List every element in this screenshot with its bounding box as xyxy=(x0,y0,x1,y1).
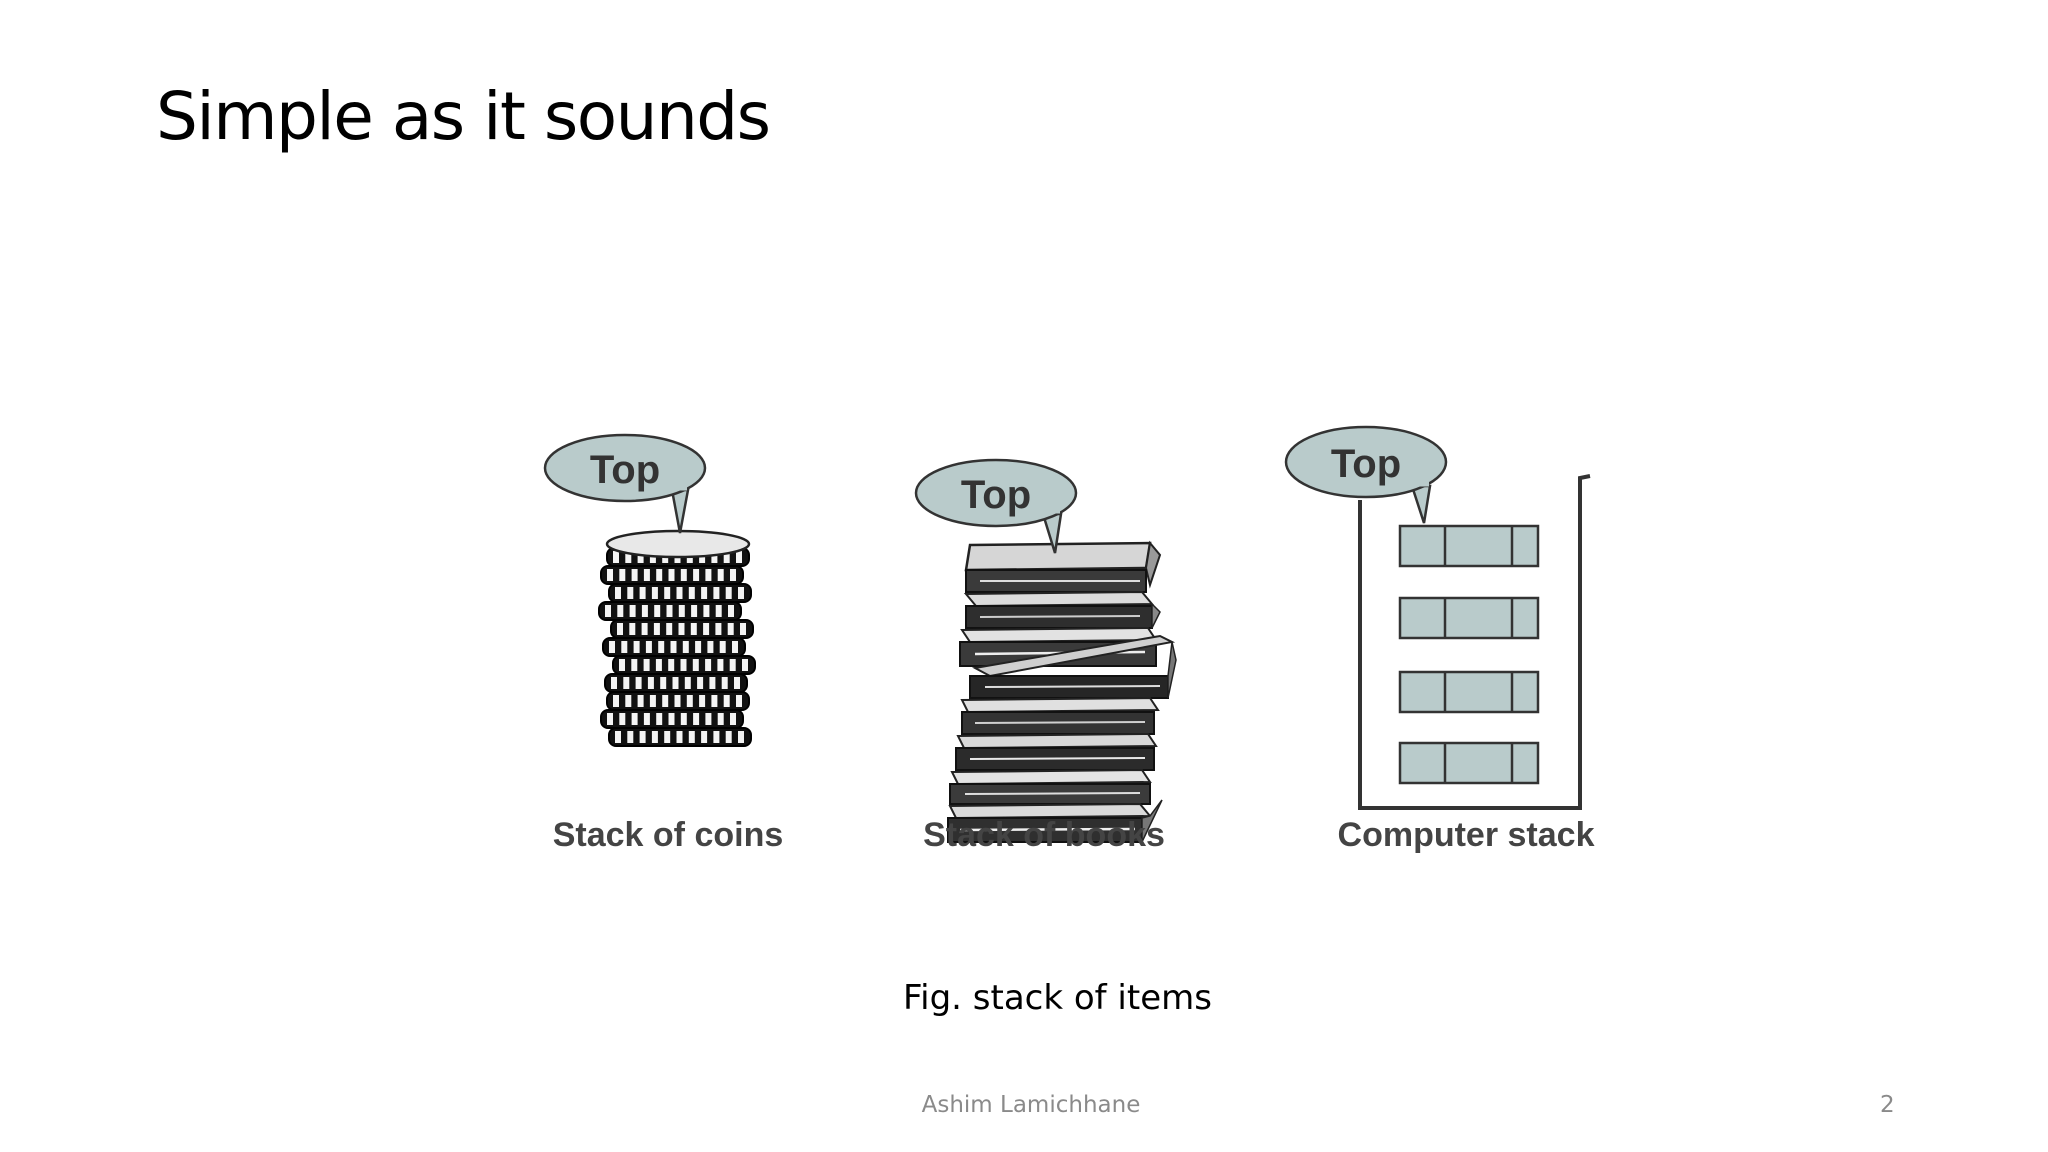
stack-of-coins-label: Stack of coins xyxy=(553,816,784,854)
page-number: 2 xyxy=(1880,1092,1895,1118)
stack-slot xyxy=(1398,596,1540,640)
coin-stack-illustration xyxy=(598,529,756,747)
footer-author: Ashim Lamichhane xyxy=(921,1092,1141,1118)
top-bubble-computer: Top xyxy=(1284,425,1448,524)
top-bubble-label: Top xyxy=(1331,442,1401,486)
computer-stack-illustration xyxy=(1358,474,1591,810)
stack-slot xyxy=(1398,670,1540,714)
computer-stack-label: Computer stack xyxy=(1338,816,1595,854)
top-bubble-label: Top xyxy=(961,473,1031,517)
top-bubble-coins: Top xyxy=(543,433,707,534)
book-stack-illustration xyxy=(947,540,1177,843)
slide-title: Simple as it sounds xyxy=(156,78,771,155)
stack-of-books-label: Stack of books xyxy=(923,816,1165,854)
top-bubble-label: Top xyxy=(590,448,660,492)
stack-slot xyxy=(1398,741,1540,785)
top-bubble-books: Top xyxy=(914,458,1078,554)
stack-slot xyxy=(1398,524,1540,568)
figure-caption: Fig. stack of items xyxy=(903,978,1212,1018)
